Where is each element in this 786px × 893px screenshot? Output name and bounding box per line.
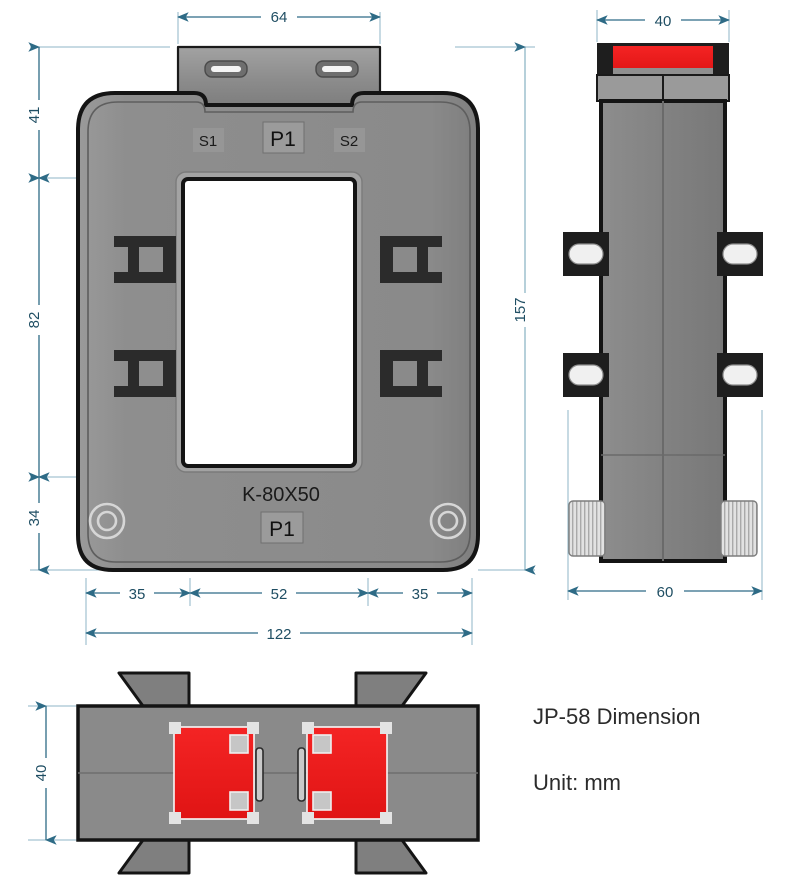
- bottom-latch-right: [297, 747, 306, 802]
- terminal-label-s2-text: S2: [340, 133, 358, 150]
- terminal-bracket-right-upper: [380, 236, 442, 283]
- dimension-overall-height: 157: [512, 42, 536, 575]
- bottom-view-group: 40: [28, 671, 480, 875]
- side-main-body: [599, 99, 727, 563]
- dimension-base-height-text: 34: [26, 510, 43, 527]
- dimension-left-margin: 35: [85, 583, 191, 603]
- dimension-top-tab-width-text: 64: [271, 9, 288, 26]
- bottom-coil-screw-left-upper: [229, 734, 249, 754]
- terminal-bracket-left-lower: [114, 350, 176, 397]
- side-view-group: 40 60: [563, 10, 763, 601]
- part-number-label: K-80X50: [242, 484, 320, 506]
- front-body: S1 P1 S2 K-80X50 P1: [76, 91, 480, 572]
- bottom-coil-screw-right-upper: [312, 734, 332, 754]
- dimension-overall-width-text: 122: [266, 626, 291, 643]
- bottom-flange-wings: [117, 671, 428, 875]
- center-window-aperture: [181, 177, 357, 468]
- terminal-bracket-right-lower: [380, 350, 442, 397]
- side-top-cap: [597, 43, 729, 75]
- bottom-coil-block-right: [297, 722, 392, 824]
- dimension-side-overall-depth-text: 60: [657, 584, 674, 601]
- side-upper-collar: [596, 74, 730, 102]
- dimension-right-margin: 35: [367, 583, 473, 603]
- dimension-side-top-width-text: 40: [655, 13, 672, 30]
- bottom-main-plate: [76, 704, 480, 842]
- side-knurled-terminal-right: [720, 500, 758, 557]
- dimension-overall-width: 122: [85, 622, 473, 643]
- unit-note: Unit: mm: [533, 770, 621, 795]
- terminal-label-p1-top: P1: [262, 121, 305, 154]
- dimension-side-overall-depth: 60: [567, 581, 763, 601]
- bottom-coil-screw-left-lower: [229, 791, 249, 811]
- dimension-bottom-height-text: 40: [33, 765, 50, 782]
- terminal-label-s2: S2: [334, 128, 365, 152]
- mounting-slot-left: [204, 60, 248, 78]
- terminal-label-s1: S1: [193, 128, 224, 152]
- dimension-right-margin-text: 35: [412, 586, 429, 603]
- dimension-top-height: 41: [26, 42, 50, 183]
- dimension-left-margin-text: 35: [129, 586, 146, 603]
- mounting-slot-right: [315, 60, 359, 78]
- dimension-side-top-width: 40: [596, 10, 730, 30]
- dimension-bottom-height: 40: [33, 701, 57, 845]
- bottom-coil-block-left: [169, 722, 264, 824]
- drawing-title: JP-58 Dimension: [533, 704, 701, 729]
- side-knurled-terminal-left: [568, 500, 606, 557]
- mounting-boss-right: [429, 502, 467, 540]
- side-mounting-foot-left: [563, 232, 609, 276]
- mounting-boss-left: [88, 502, 126, 540]
- side-red-insert: [613, 46, 713, 72]
- dimension-window-height-text: 82: [26, 312, 43, 329]
- dimension-top-height-text: 41: [26, 107, 43, 124]
- notes-block: JP-58 Dimension Unit: mm: [533, 704, 701, 795]
- bottom-latch-left: [255, 747, 264, 802]
- dimension-chain-bottom: 35 52 35: [85, 583, 473, 603]
- dimension-window-height: 82: [26, 173, 50, 482]
- side-mounting-foot-left-lower: [563, 353, 609, 397]
- terminal-label-s1-text: S1: [199, 133, 217, 150]
- side-mounting-foot-right: [717, 232, 763, 276]
- terminal-label-p1-bottom: P1: [260, 511, 304, 544]
- side-mounting-foot-right-lower: [717, 353, 763, 397]
- terminal-bracket-left-upper: [114, 236, 176, 283]
- terminal-label-p1-top-text: P1: [270, 128, 296, 151]
- terminal-label-p1-bottom-text: P1: [269, 518, 295, 541]
- top-mounting-tab: [176, 45, 382, 109]
- bottom-coil-screw-right-lower: [312, 791, 332, 811]
- dimension-base-height: 34: [26, 472, 50, 575]
- dimension-overall-height-text: 157: [512, 297, 529, 322]
- front-view-group: S1 P1 S2 K-80X50 P1 64: [26, 6, 536, 645]
- dimension-window-width-text: 52: [271, 586, 288, 603]
- dimension-window-width: 52: [189, 583, 369, 603]
- dimension-top-tab-width: 64: [177, 6, 381, 26]
